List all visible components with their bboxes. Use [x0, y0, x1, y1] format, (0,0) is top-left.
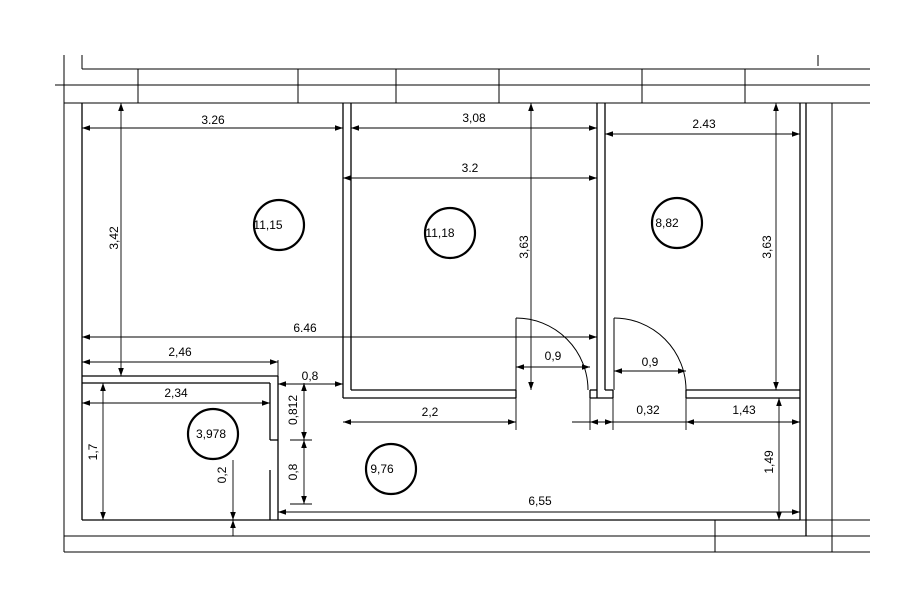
- room3-area-circle: [650, 196, 704, 250]
- hall-area-circle: [364, 442, 418, 496]
- dim-room4-width: 2,46: [168, 345, 192, 359]
- doors: [515, 317, 687, 391]
- dim-total-width: 6.46: [293, 321, 317, 335]
- dim-room3-width: 2.43: [692, 117, 716, 131]
- room2-area: 11,18: [425, 226, 454, 240]
- dimension-lines: [82, 103, 800, 536]
- room1-area-circle: [252, 198, 306, 252]
- dim-hall-segment: 2,2: [422, 405, 439, 419]
- dim-lower-height: 0,8: [286, 463, 300, 480]
- outer-walls: [55, 55, 870, 553]
- dim-bottom-width: 6,55: [528, 494, 552, 508]
- area-markers: 11,15 11,18 8,82 3,978 9,76: [186, 196, 704, 496]
- dimension-labels: 3.26 3,08 3.2 2.43 6.46 2,46 2,34 0,8 0,…: [86, 111, 776, 508]
- dim-hall-right: 1,43: [732, 403, 756, 417]
- interior-walls: [81, 103, 807, 536]
- dim-hall-gap: 0,32: [636, 403, 660, 417]
- dim-left-height: 3,42: [107, 226, 121, 250]
- dim-door2-width: 0,9: [642, 355, 659, 369]
- room4-area: 3,978: [196, 427, 226, 441]
- room2-area-circle: [423, 206, 477, 260]
- dim-room4-height: 1,7: [86, 443, 100, 460]
- room4-area-circle: [186, 407, 240, 461]
- dim-room3-height: 3,63: [760, 235, 774, 259]
- dim-room2-height: 3,63: [517, 235, 531, 259]
- dim-room1-width: 3.26: [201, 113, 225, 127]
- dim-small-gap: 0,2: [215, 466, 229, 483]
- dim-partition-height: 0,812: [286, 395, 300, 425]
- hall-area: 9,76: [370, 462, 394, 476]
- room1-area: 11,15: [253, 218, 282, 232]
- room3-area: 8,82: [655, 216, 679, 230]
- dim-wall-thickness: 0,8: [302, 369, 319, 383]
- dim-room4-inner-width: 2,34: [164, 386, 188, 400]
- dim-hall-height: 1,49: [762, 450, 776, 474]
- door-swing-2: [613, 317, 687, 391]
- dim-room2-width: 3,08: [462, 111, 486, 125]
- dim-room2-inner-width: 3.2: [462, 161, 479, 175]
- dim-door1-width: 0,9: [545, 349, 562, 363]
